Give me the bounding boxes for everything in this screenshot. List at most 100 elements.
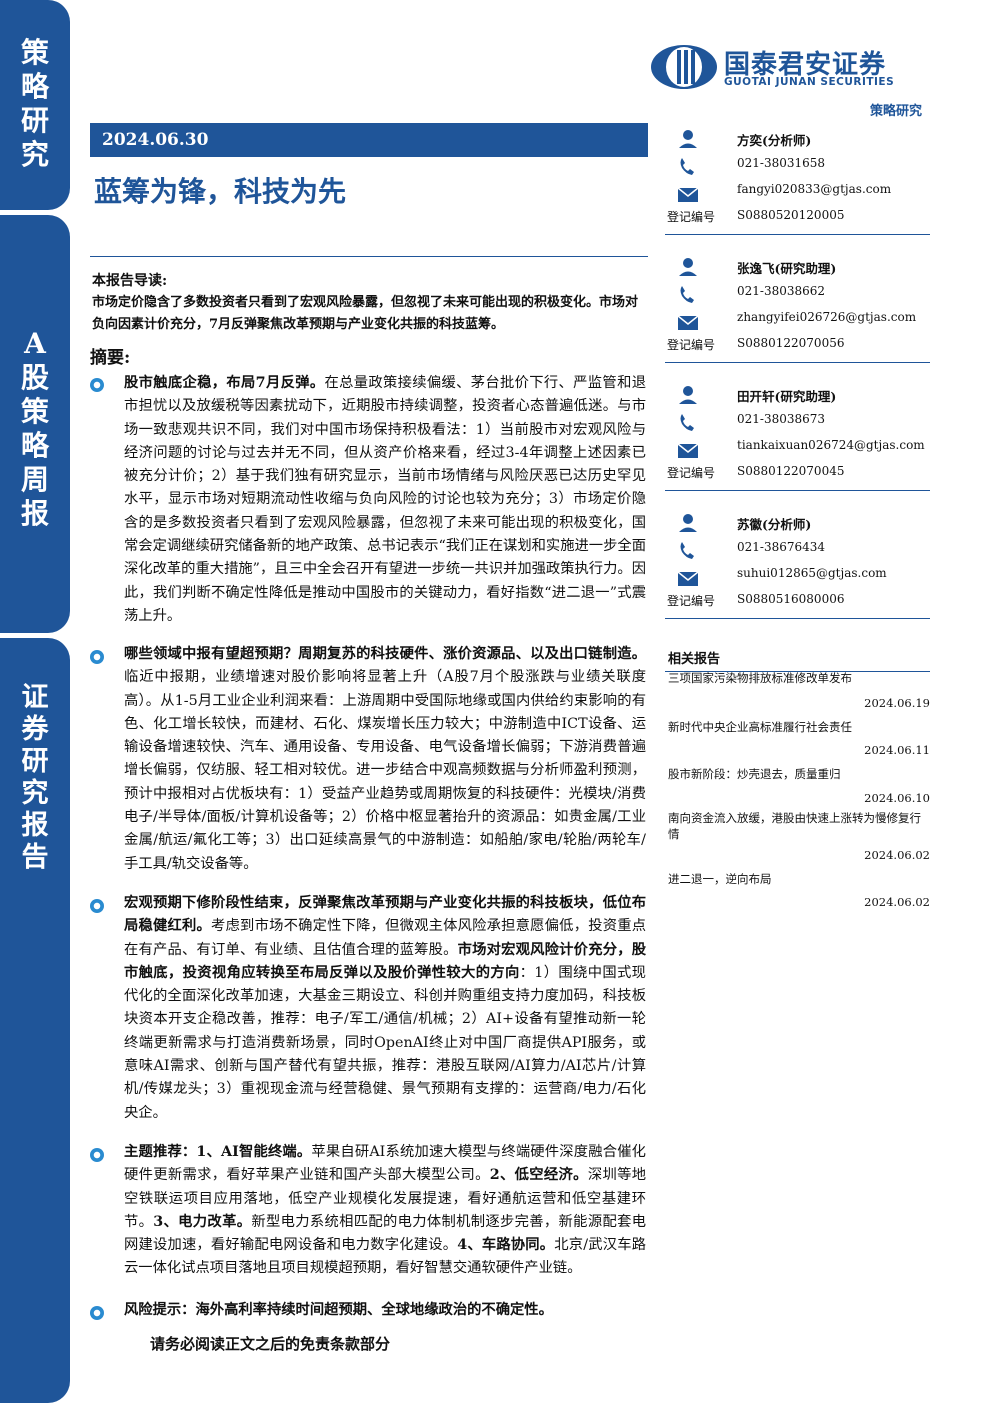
abstract-paragraph: 主题推荐：1、AI智能终端。苹果自研AI系统加速大模型与终端硬件深度融合催化硬件… bbox=[124, 1141, 646, 1281]
mail-icon bbox=[677, 443, 699, 458]
analyst-card: 方奕(分析师) 021-38031658 fangyi020833@gtjas.… bbox=[665, 124, 935, 244]
side-tab-char: 报 bbox=[20, 497, 49, 530]
analyst-phone: 021-38038662 bbox=[737, 284, 826, 298]
para-body: 在总量政策接续偏缓、茅台批价下行、严监管和退市担忧以及放缓税等因素扰动下，近期股… bbox=[124, 375, 646, 624]
related-reports-heading: 相关报告 bbox=[668, 652, 721, 667]
report-date: 2024.06.30 bbox=[90, 123, 648, 157]
analyst-name: 田开轩(研究助理) bbox=[737, 389, 837, 404]
para-body: 临近中报期，业绩增速对股价影响将显著上升（A股7月个股涨跌与业绩关联度高）。从1… bbox=[124, 669, 646, 872]
related-report-title[interactable]: 南向资金流入放缓，港股由快速上涨转为慢修复行情 bbox=[668, 811, 921, 841]
analyst-card: 田开轩(研究助理) 021-38038673 tiankaixuan026724… bbox=[665, 380, 935, 500]
analyst-reg-number: S0880520120005 bbox=[737, 208, 845, 222]
analyst-divider bbox=[665, 234, 930, 235]
bullet-icon bbox=[90, 899, 104, 913]
related-report-date: 2024.06.02 bbox=[864, 895, 930, 909]
side-tab-char: 研 bbox=[20, 104, 49, 137]
bullet-icon bbox=[90, 378, 104, 392]
para-body-4: 北京/武汉车路云一体化试点项目落地且项目规模超预期，看好智慧交通软硬件产业链。 bbox=[124, 1237, 647, 1277]
related-divider bbox=[665, 671, 930, 672]
side-tab-char: 报 bbox=[21, 810, 49, 841]
abstract-paragraph: 哪些领域中报有望超预期？周期复苏的科技硬件、涨价资源品、以及出口链制造。临近中报… bbox=[124, 643, 646, 876]
para-lead-4: 4、车路协同。 bbox=[457, 1237, 555, 1254]
analyst-divider bbox=[665, 490, 930, 491]
abstract-paragraph: 股市触底企稳，布局7月反弹。在总量政策接续偏缓、茅台批价下行、严监管和退市担忧以… bbox=[124, 372, 646, 628]
section-tag: 策略研究 bbox=[870, 104, 923, 119]
para-lead-2: 海外高利率持续时间超预期、全球地缘政治的不确定性。 bbox=[195, 1302, 553, 1318]
user-icon bbox=[679, 386, 697, 404]
analyst-email[interactable]: tiankaixuan026724@gtjas.com bbox=[737, 438, 925, 452]
abstract-paragraph: 宏观预期下修阶段性结束，反弹聚焦改革预期与产业变化共振的科技板块，低位布局稳健红… bbox=[124, 892, 646, 1125]
analyst-reg-label: 登记编号 bbox=[667, 594, 716, 608]
contact-icons bbox=[677, 130, 699, 202]
para-lead-2: 市场对宏观风险计价充分，股市触底，投资视角应转换至布局反弹以及股价弹性较大的方向 bbox=[124, 941, 647, 981]
logo-text-en: GUOTAI JUNAN SECURITIES bbox=[724, 76, 895, 88]
para-body-2: ：1）围绕中国式现代化的全面深化改革加速，大基金三期设立、科创并购重组支持力度加… bbox=[124, 964, 646, 1121]
contact-icons bbox=[677, 258, 699, 330]
mail-icon bbox=[677, 187, 699, 202]
side-tab-char: 策 bbox=[20, 36, 49, 69]
bullet-icon bbox=[90, 650, 104, 664]
contact-icons bbox=[677, 514, 699, 586]
logo-text-cn: 国泰君安证券 bbox=[724, 50, 887, 80]
side-tab-strategy-research: 策 略 研 究 bbox=[0, 0, 70, 210]
related-report-date: 2024.06.02 bbox=[864, 848, 930, 862]
analyst-divider bbox=[665, 362, 930, 363]
analyst-reg-number: S0880516080006 bbox=[737, 592, 845, 606]
side-tab-char: 研 bbox=[21, 746, 49, 777]
user-icon bbox=[679, 514, 697, 532]
side-tab-char: 略 bbox=[20, 429, 49, 462]
analyst-reg-label: 登记编号 bbox=[667, 210, 716, 224]
analyst-email[interactable]: zhangyifei026726@gtjas.com bbox=[737, 310, 917, 324]
para-body: 苹果自研AI系统加速大模型与终端硬件深度融合催化硬件更新需求，看好苹果产业链和国… bbox=[124, 1144, 646, 1184]
abstract-heading: 摘要: bbox=[90, 348, 131, 368]
logo-mark-icon bbox=[651, 45, 717, 89]
title-divider bbox=[90, 256, 648, 257]
related-report-title[interactable]: 进二退一，逆向布局 bbox=[668, 872, 772, 886]
analyst-email[interactable]: suhui012865@gtjas.com bbox=[737, 566, 887, 580]
side-tab-char: 究 bbox=[21, 778, 49, 809]
side-tab-char: 证 bbox=[21, 682, 49, 713]
related-report-date: 2024.06.10 bbox=[864, 791, 930, 805]
side-tab-char: 周 bbox=[20, 463, 49, 496]
analyst-divider bbox=[665, 618, 930, 619]
mail-icon bbox=[677, 571, 699, 586]
para-body: 考虑到市场不确定性下降，但微观主体风险承担意愿偏低，投资重点在有产品、有订单、有… bbox=[124, 918, 647, 958]
related-report-title[interactable]: 新时代中央企业高标准履行社会责任 bbox=[668, 720, 852, 734]
side-tab-char: A bbox=[24, 327, 46, 360]
analyst-phone: 021-38676434 bbox=[737, 540, 826, 554]
company-logo: 国泰君安证券 GUOTAI JUNAN SECURITIES bbox=[650, 42, 940, 92]
related-report-date: 2024.06.19 bbox=[864, 696, 930, 710]
analyst-name: 方奕(分析师) bbox=[737, 133, 812, 148]
mail-icon bbox=[677, 315, 699, 330]
analyst-reg-number: S0880122070045 bbox=[737, 464, 845, 478]
para-lead: 主题推荐：1、AI智能终端。 bbox=[124, 1144, 312, 1160]
para-lead: 哪些领域中报有望超预期？周期复苏的科技硬件、涨价资源品、以及出口链制造。 bbox=[124, 646, 646, 662]
side-tab-securities-report: 证 券 研 究 报 告 bbox=[0, 638, 70, 1403]
analyst-reg-label: 登记编号 bbox=[667, 466, 716, 480]
para-lead-2: 2、低空经济。 bbox=[489, 1167, 588, 1184]
bullet-icon bbox=[90, 1306, 104, 1320]
para-body-3: 新型电力系统相匹配的电力体制机制逐步完善，新能源配套电网建设加速，看好输配电网设… bbox=[124, 1213, 646, 1254]
analyst-reg-label: 登记编号 bbox=[667, 338, 716, 352]
bullet-icon bbox=[90, 1148, 104, 1162]
analyst-card: 张逸飞(研究助理) 021-38038662 zhangyifei026726@… bbox=[665, 252, 935, 372]
abstract-paragraph: 风险提示：海外高利率持续时间超预期、全球地缘政治的不确定性。 bbox=[124, 1299, 646, 1322]
side-tab-char: 券 bbox=[21, 714, 49, 745]
analyst-email[interactable]: fangyi020833@gtjas.com bbox=[737, 182, 892, 196]
related-report-title[interactable]: 股市新阶段：炒壳退去，质量重归 bbox=[668, 767, 841, 781]
disclaimer: 请务必阅读正文之后的免责条款部分 bbox=[150, 1335, 391, 1353]
side-tab-char: 股 bbox=[20, 361, 49, 394]
phone-icon bbox=[680, 286, 694, 303]
report-title: 蓝筹为锋，科技为先 bbox=[94, 175, 347, 208]
analyst-phone: 021-38038673 bbox=[737, 412, 826, 426]
analyst-name: 张逸飞(研究助理) bbox=[737, 261, 837, 276]
user-icon bbox=[679, 130, 697, 148]
para-body-2: 深圳等地空铁联运项目应用落地，低空产业规模化发展提速，看好通航运营和低空基建环节… bbox=[124, 1167, 646, 1230]
analyst-phone: 021-38031658 bbox=[737, 156, 826, 170]
analyst-reg-number: S0880122070056 bbox=[737, 336, 845, 350]
phone-icon bbox=[680, 414, 694, 431]
user-icon bbox=[679, 258, 697, 276]
related-report-title[interactable]: 三项国家污染物排放标准修改单发布 bbox=[668, 671, 852, 685]
para-lead: 风险提示： bbox=[124, 1302, 196, 1318]
side-tab-char: 究 bbox=[20, 138, 49, 171]
